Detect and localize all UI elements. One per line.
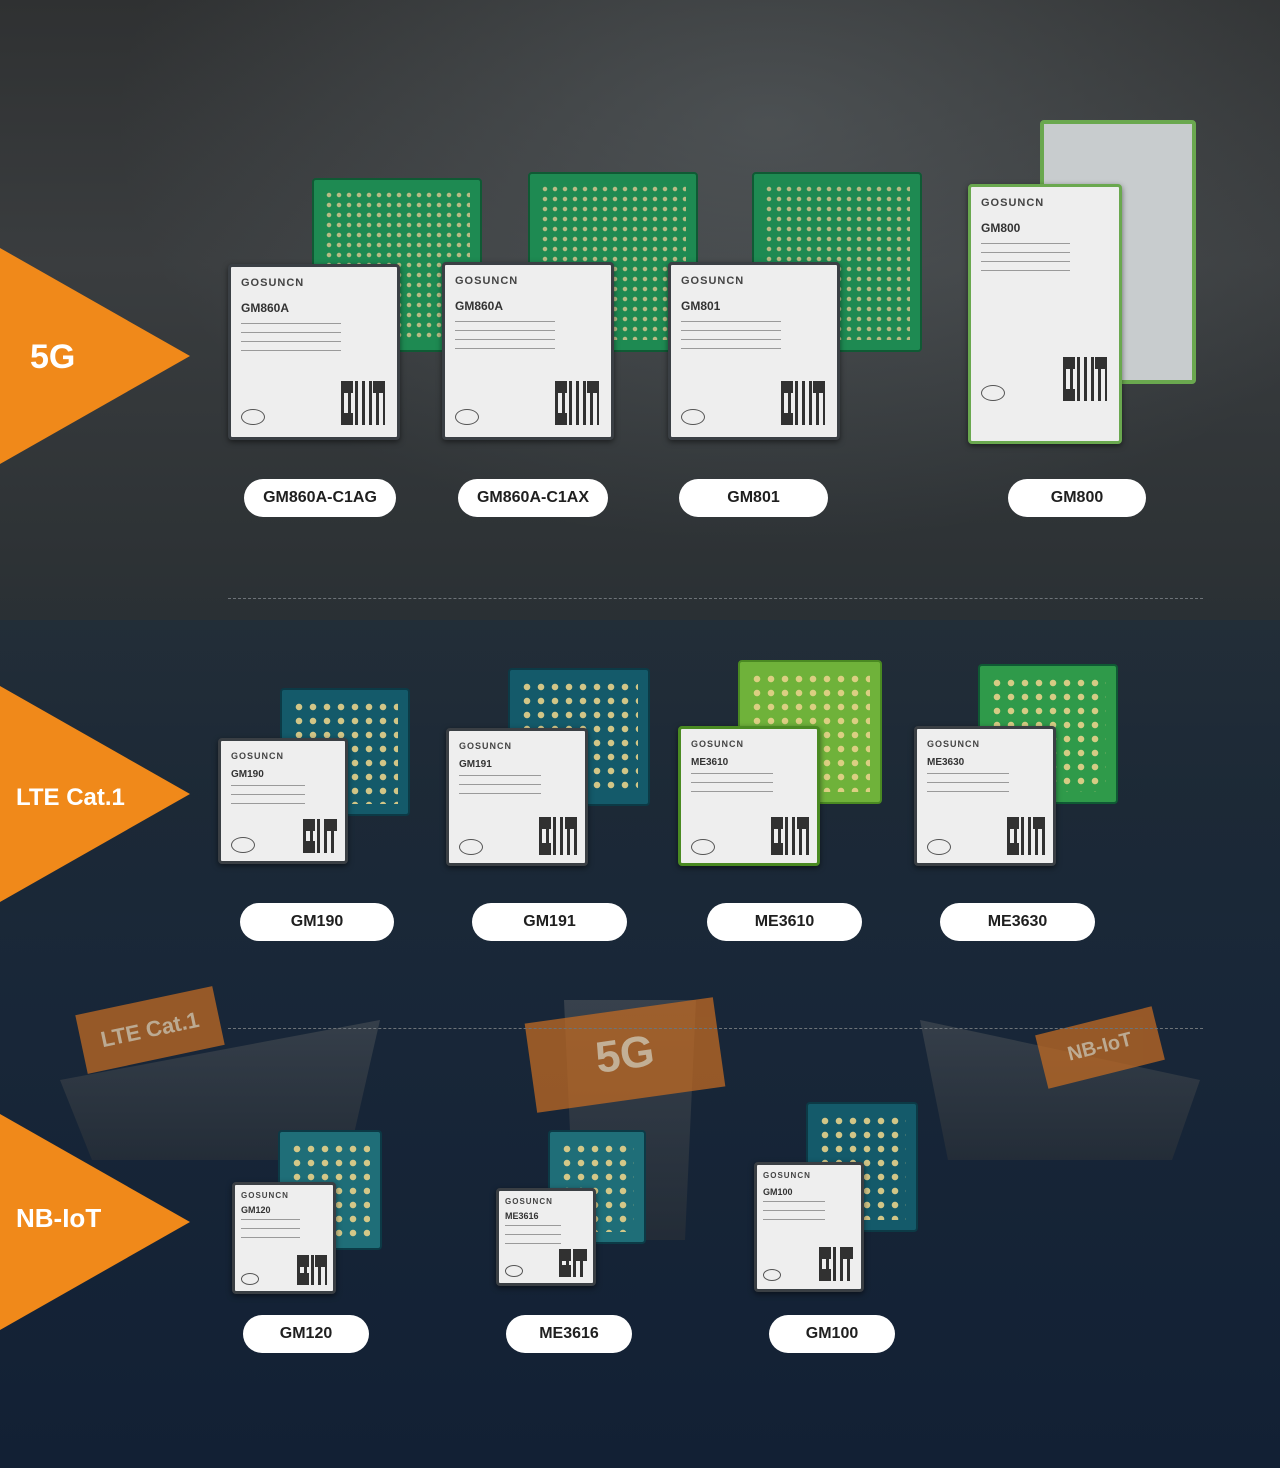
brand-logo: GOSUNCN (681, 275, 745, 287)
ccc-mark-icon (241, 1273, 259, 1285)
qr-code-icon (781, 381, 825, 425)
module-face-model: ME3610 (691, 757, 729, 768)
module-me3610: GOSUNCN ME3610 (678, 660, 884, 866)
qr-code-icon (771, 817, 809, 855)
qr-code-icon (1063, 357, 1107, 401)
product-label-me3630[interactable]: ME3630 (940, 903, 1095, 941)
qr-code-icon (303, 819, 337, 853)
section-label-5g: 5G (30, 338, 76, 376)
ccc-mark-icon (505, 1265, 523, 1277)
product-label-gm860a-c1ag[interactable]: GM860A-C1AG (244, 479, 396, 517)
module-gm191: GOSUNCN GM191 (446, 668, 652, 866)
brand-logo: GOSUNCN (459, 741, 513, 751)
module-gm190: GOSUNCN GM190 (218, 688, 412, 864)
module-face-model: GM120 (241, 1205, 271, 1215)
module-gm801: GOSUNCN GM801 (668, 172, 924, 440)
module-gm120: GOSUNCN GM120 (232, 1130, 382, 1294)
product-label-me3610[interactable]: ME3610 (707, 903, 862, 941)
qr-code-icon (559, 1249, 587, 1277)
product-label-gm120[interactable]: GM120 (243, 1315, 369, 1353)
ccc-mark-icon (459, 839, 483, 855)
product-label-gm190[interactable]: GM190 (240, 903, 394, 941)
module-gm860a-c1ag: GOSUNCN GM860A (228, 178, 484, 440)
brand-logo: GOSUNCN (241, 1191, 289, 1200)
product-label-gm100[interactable]: GM100 (769, 1315, 895, 1353)
module-gm100: GOSUNCN GM100 (754, 1102, 918, 1292)
product-label-gm801[interactable]: GM801 (679, 479, 828, 517)
module-face-model: GM860A (241, 301, 290, 315)
module-face-model: GM191 (459, 759, 492, 770)
module-face-model: GM801 (681, 299, 721, 313)
section-marker-5g (0, 248, 190, 464)
qr-code-icon (341, 381, 385, 425)
section-divider-2 (228, 1028, 1203, 1029)
module-face-model: ME3630 (927, 757, 965, 768)
module-me3616: GOSUNCN ME3616 (496, 1130, 646, 1286)
product-label-gm191[interactable]: GM191 (472, 903, 627, 941)
section-label-lte: LTE Cat.1 (16, 784, 125, 811)
ccc-mark-icon (691, 839, 715, 855)
module-face-model: GM800 (981, 221, 1021, 235)
brand-logo: GOSUNCN (241, 277, 305, 289)
ccc-mark-icon (241, 409, 265, 425)
product-label-gm860a-c1ax[interactable]: GM860A-C1AX (458, 479, 608, 517)
section-divider-1 (228, 598, 1203, 599)
module-gm800: GOSUNCN GM800 (968, 120, 1196, 444)
ccc-mark-icon (681, 409, 705, 425)
qr-code-icon (819, 1247, 853, 1281)
module-face-model: GM860A (455, 299, 504, 313)
brand-logo: GOSUNCN (763, 1171, 811, 1180)
qr-code-icon (539, 817, 577, 855)
brand-logo: GOSUNCN (455, 275, 519, 287)
ccc-mark-icon (981, 385, 1005, 401)
module-face-model: GM100 (763, 1187, 793, 1197)
module-me3630: GOSUNCN ME3630 (914, 664, 1120, 866)
brand-logo: GOSUNCN (981, 197, 1045, 209)
brand-logo: GOSUNCN (927, 739, 981, 749)
ccc-mark-icon (455, 409, 479, 425)
qr-code-icon (555, 381, 599, 425)
brand-logo: GOSUNCN (691, 739, 745, 749)
module-gm860a-c1ax: GOSUNCN GM860A (442, 172, 698, 440)
ccc-mark-icon (231, 837, 255, 853)
section-marker-nbiot (0, 1114, 190, 1330)
section-marker-lte (0, 686, 190, 902)
section-label-nbiot: NB-IoT (16, 1203, 102, 1233)
qr-code-icon (1007, 817, 1045, 855)
module-face-model: ME3616 (505, 1211, 539, 1221)
brand-logo: GOSUNCN (231, 751, 285, 761)
module-face-model: GM190 (231, 769, 264, 780)
ccc-mark-icon (927, 839, 951, 855)
product-label-gm800[interactable]: GM800 (1008, 479, 1146, 517)
brand-logo: GOSUNCN (505, 1197, 553, 1206)
ccc-mark-icon (763, 1269, 781, 1281)
qr-code-icon (297, 1255, 327, 1285)
product-label-me3616[interactable]: ME3616 (506, 1315, 632, 1353)
